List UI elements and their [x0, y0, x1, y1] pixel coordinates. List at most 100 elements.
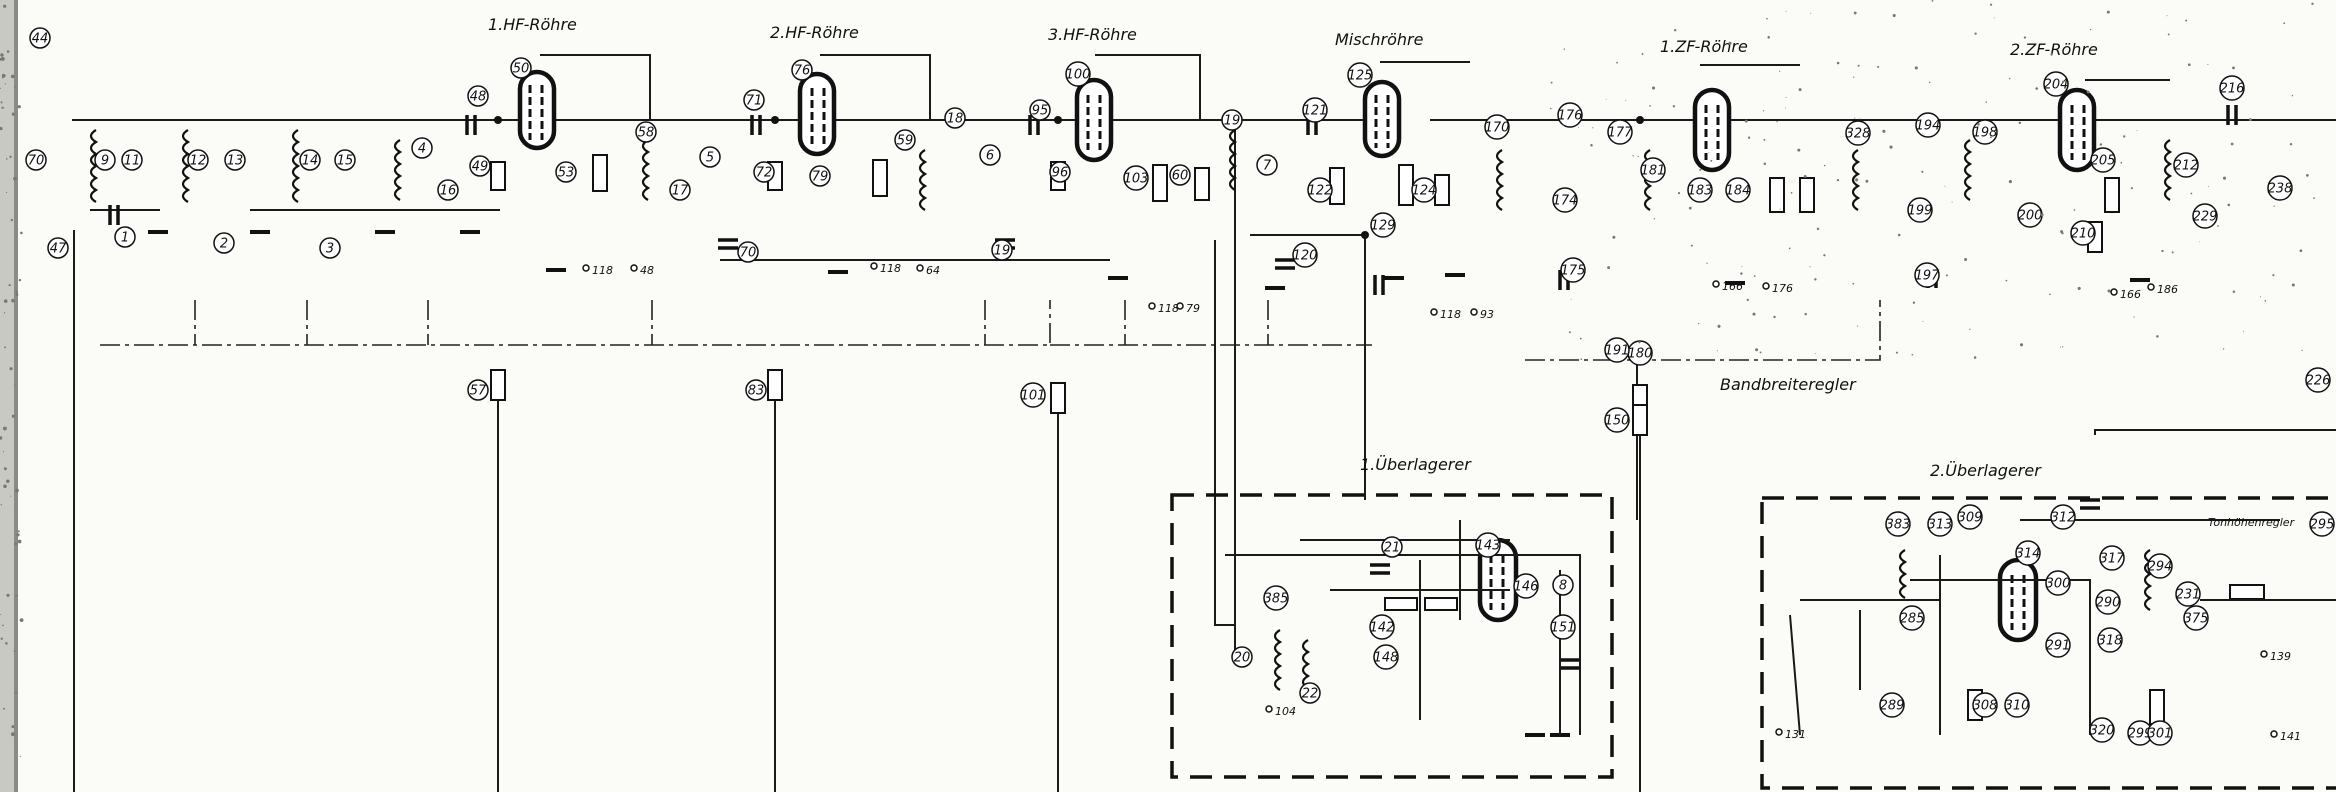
scan-speck: [18, 278, 22, 282]
scan-speck: [2313, 197, 2315, 199]
scan-speck: [11, 725, 15, 729]
supply-terminal: [2270, 730, 2278, 738]
scan-speck: [3, 299, 8, 303]
part-number-marker: 19: [1221, 109, 1243, 131]
part-number-marker: 129: [1370, 212, 1396, 238]
scan-speck: [3, 4, 7, 8]
scan-speck: [1, 73, 6, 78]
scan-speck: [6, 593, 10, 597]
scan-speck: [2130, 187, 2133, 190]
svg-text:294: 294: [2148, 560, 2173, 575]
scan-speck: [2023, 36, 2027, 39]
scan-speck: [1855, 178, 1859, 182]
scan-speck: [2, 624, 4, 627]
part-number-marker: 58: [635, 121, 657, 143]
svg-text:3: 3: [326, 242, 334, 257]
scan-speck: [14, 691, 18, 694]
svg-text:22: 22: [1302, 687, 1319, 702]
supply-voltage-label: 79: [1186, 302, 1200, 315]
part-number-marker: 59: [894, 129, 916, 151]
stage-title-osc2: 2.Überlagerer: [1930, 461, 2042, 480]
part-number-marker: 198: [1972, 119, 1998, 145]
part-number-marker: 20: [1231, 646, 1253, 668]
scan-speck: [2230, 142, 2234, 146]
scan-speck: [1710, 159, 1713, 162]
scan-speck: [2008, 180, 2012, 184]
scan-speck: [1767, 36, 1770, 39]
supply-terminal: [916, 264, 924, 272]
part-number-marker: 299: [2127, 720, 2153, 746]
scan-speck: [4, 346, 6, 349]
scan-speck: [1744, 119, 1748, 123]
part-number-marker: 16: [437, 179, 459, 201]
supply-voltage-label: 186: [2157, 283, 2178, 296]
part-number-marker: 17: [669, 179, 691, 201]
part-number-marker: 124: [1411, 177, 1437, 203]
scan-speck: [1579, 337, 1582, 340]
scan-speck: [1580, 358, 1583, 361]
scan-speck: [1, 106, 4, 109]
part-number-marker: 151: [1550, 614, 1576, 640]
part-number-marker: 143: [1475, 532, 1501, 558]
scan-speck: [2264, 300, 2267, 302]
scan-speck: [1922, 321, 1924, 322]
svg-text:4: 4: [418, 142, 426, 157]
part-number-marker: 200: [2017, 202, 2043, 228]
svg-text:19: 19: [1224, 114, 1241, 129]
part-number-marker: 19: [991, 239, 1013, 261]
part-number-marker: 15: [334, 149, 356, 171]
svg-text:76: 76: [794, 64, 811, 79]
stage-title-hf2: 2.HF-Röhre: [770, 23, 859, 42]
part-number-marker: 294: [2147, 553, 2173, 579]
svg-text:312: 312: [2051, 511, 2076, 526]
part-number-marker: 183: [1687, 177, 1713, 203]
svg-text:314: 314: [2016, 547, 2041, 562]
scan-speck: [1755, 348, 1759, 352]
svg-text:146: 146: [1514, 580, 1539, 595]
stage-title-mixer: Mischröhre: [1335, 30, 1424, 49]
scan-speck: [0, 504, 2, 506]
scan-speck: [16, 533, 20, 537]
svg-text:125: 125: [1348, 69, 1373, 84]
scan-speck: [2133, 316, 2135, 318]
scan-speck: [1785, 96, 1787, 99]
supply-terminal: [1712, 280, 1720, 288]
scan-speck: [1889, 145, 1893, 149]
supply-voltage-label: 118: [592, 264, 613, 277]
part-number-marker: 184: [1725, 177, 1751, 203]
part-number-marker: 175: [1560, 257, 1586, 283]
supply-terminal: [582, 264, 590, 272]
scan-speck: [3, 467, 7, 471]
svg-text:124: 124: [1412, 184, 1437, 199]
scan-speck: [1673, 28, 1677, 32]
scan-speck: [2049, 293, 2051, 296]
scan-speck: [0, 53, 4, 57]
svg-text:199: 199: [1908, 204, 1933, 219]
scan-speck: [0, 436, 3, 440]
svg-text:300: 300: [2046, 577, 2071, 592]
scan-speck: [1550, 81, 1553, 84]
scan-speck: [14, 86, 16, 88]
supply-terminal: [2110, 288, 2118, 296]
scan-speck: [1592, 127, 1594, 129]
part-number-marker: 226: [2305, 367, 2331, 393]
scan-speck: [1964, 258, 1968, 261]
svg-text:71: 71: [746, 94, 763, 109]
part-number-marker: 71: [743, 89, 765, 111]
part-number-marker: 72: [753, 161, 775, 183]
svg-text:289: 289: [1880, 699, 1905, 714]
scan-speck: [1563, 48, 1566, 50]
part-number-marker: 22: [1299, 682, 1321, 704]
supply-voltage-label: 166: [1722, 280, 1743, 293]
scan-speck: [5, 642, 8, 645]
svg-text:53: 53: [558, 166, 575, 181]
scan-speck: [1690, 244, 1693, 247]
supply-terminal: [1176, 302, 1184, 310]
scan-speck: [2123, 135, 2126, 138]
scan-speck: [1911, 353, 1914, 356]
scan-speck: [2301, 349, 2303, 352]
scan-speck: [9, 367, 13, 371]
part-number-marker: 310: [2004, 692, 2030, 718]
scan-speck: [9, 155, 12, 158]
